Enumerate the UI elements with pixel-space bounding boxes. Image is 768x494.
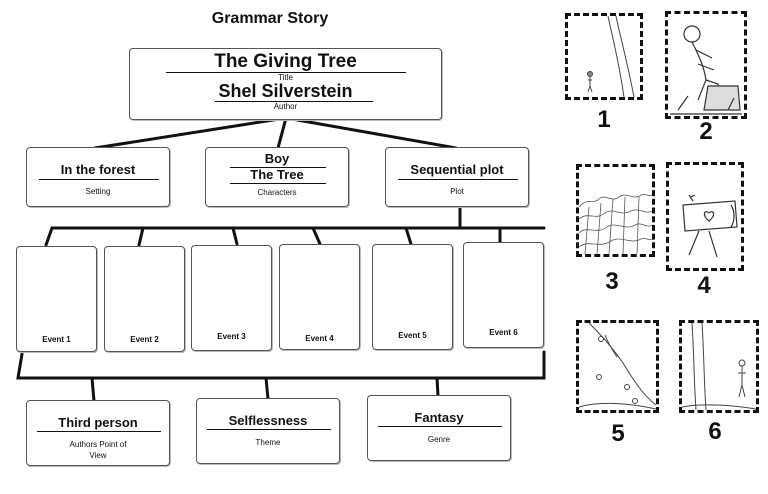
setting-box: In the forest Setting [26,147,170,207]
characters-caption: Characters [257,188,297,197]
book-author-underline [215,101,373,102]
picture-4 [666,162,744,271]
character-boy: Boy [264,151,290,166]
event-box-3: Event 3 [191,245,272,351]
picture-1 [565,13,643,100]
point-of-view-caption-1: Authors Point of [69,440,127,449]
picture-2 [665,11,747,119]
picture-3 [576,164,655,257]
genre-box: Fantasy Genre [367,395,511,461]
book-author-caption: Author [273,102,298,111]
plot-value: Sequential plot [410,162,504,177]
event-label: Event 2 [130,335,159,344]
genre-value: Fantasy [414,410,464,425]
event-label: Event 6 [489,328,518,337]
picture-6 [679,320,759,413]
characters-underline-1 [230,167,326,168]
book-title-caption: Title [278,73,293,82]
theme-value: Selflessness [228,413,308,428]
picture-label-5: 5 [611,420,625,447]
characters-underline-2 [230,183,326,184]
book-title: The Giving Tree [214,51,357,72]
event-box-5: Event 5 [372,244,453,350]
theme-underline [207,429,331,430]
plot-caption: Plot [450,187,464,196]
setting-underline [39,179,159,180]
picture-label-4: 4 [697,272,711,299]
theme-box: Selflessness Theme [196,398,340,464]
event-box-6: Event 6 [463,242,544,348]
event-label: Event 1 [42,335,71,344]
picture-label-6: 6 [708,418,722,445]
plot-box: Sequential plot Plot [385,147,529,207]
point-of-view-underline [37,431,161,432]
theme-caption: Theme [255,438,281,447]
diagram-title: Grammar Story [211,10,329,27]
setting-caption: Setting [85,187,111,196]
point-of-view-value: Third person [58,415,138,430]
picture-label-1: 1 [597,106,611,133]
book-box: The Giving Tree Title Shel Silverstein A… [129,48,442,120]
event-box-2: Event 2 [104,246,185,352]
event-box-4: Event 4 [279,244,360,350]
characters-box: Boy The Tree Characters [205,147,349,207]
book-title-underline [166,72,406,73]
event-label: Event 3 [217,332,246,341]
event-box-1: Event 1 [16,246,97,352]
event-label: Event 4 [305,334,334,343]
event-label: Event 5 [398,331,427,340]
picture-label-2: 2 [699,118,713,145]
setting-value: In the forest [60,162,136,177]
point-of-view-caption-2: View [89,451,107,460]
point-of-view-box: Third person Authors Point of View [26,400,170,466]
picture-5 [576,320,659,413]
picture-label-3: 3 [605,268,619,295]
genre-underline [378,426,502,427]
plot-underline [398,179,518,180]
genre-caption: Genre [427,435,451,444]
book-author: Shel Silverstein [218,81,353,101]
character-tree: The Tree [250,167,304,182]
